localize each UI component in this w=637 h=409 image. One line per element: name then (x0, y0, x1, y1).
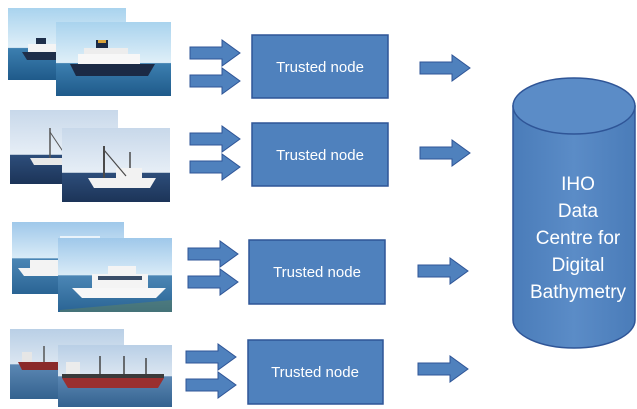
cruise-ship-front (70, 40, 155, 76)
single-arrow-4 (417, 355, 469, 383)
trusted-node-2: Trusted node (251, 122, 389, 187)
database-label-line-4: Digital (552, 255, 605, 276)
single-arrow-1 (419, 54, 471, 82)
double-arrow-4-bottom (185, 371, 237, 399)
double-arrow-1-top (189, 39, 241, 67)
cargo-ship-photo (10, 329, 172, 407)
single-arrow-2 (419, 139, 471, 167)
cruise-ship-photo (8, 8, 171, 96)
database-label-line-3: Centre for (536, 228, 621, 249)
double-arrow-3-bottom (187, 268, 239, 296)
database-label-line-2: Data (558, 201, 599, 222)
trusted-node-label: Trusted node (273, 264, 361, 281)
database-cylinder: IHO Data Centre for Digital Bathymetry (512, 77, 636, 349)
fishing-boat-front (88, 146, 156, 188)
trusted-node-label: Trusted node (271, 364, 359, 381)
cargo-ship-back (18, 346, 64, 370)
fishing-boat-photo (10, 110, 170, 202)
database-label-line-1: IHO (561, 174, 595, 195)
trusted-node-1: Trusted node (251, 34, 389, 99)
single-arrow-3 (417, 257, 469, 285)
trusted-node-label: Trusted node (276, 59, 364, 76)
double-arrow-3-top (187, 240, 239, 268)
double-arrow-2-top (189, 125, 241, 153)
fishing-boat-back (30, 128, 70, 165)
double-arrow-4-top (185, 343, 237, 371)
yacht-photo (12, 222, 172, 312)
yacht-front (60, 266, 172, 312)
database-label-line-5: Bathymetry (530, 282, 627, 303)
trusted-node-4: Trusted node (247, 339, 384, 405)
trusted-node-3: Trusted node (248, 239, 386, 305)
cargo-ship-front (62, 356, 164, 388)
double-arrow-1-bottom (189, 67, 241, 95)
trusted-node-label: Trusted node (276, 147, 364, 164)
double-arrow-2-bottom (189, 153, 241, 181)
